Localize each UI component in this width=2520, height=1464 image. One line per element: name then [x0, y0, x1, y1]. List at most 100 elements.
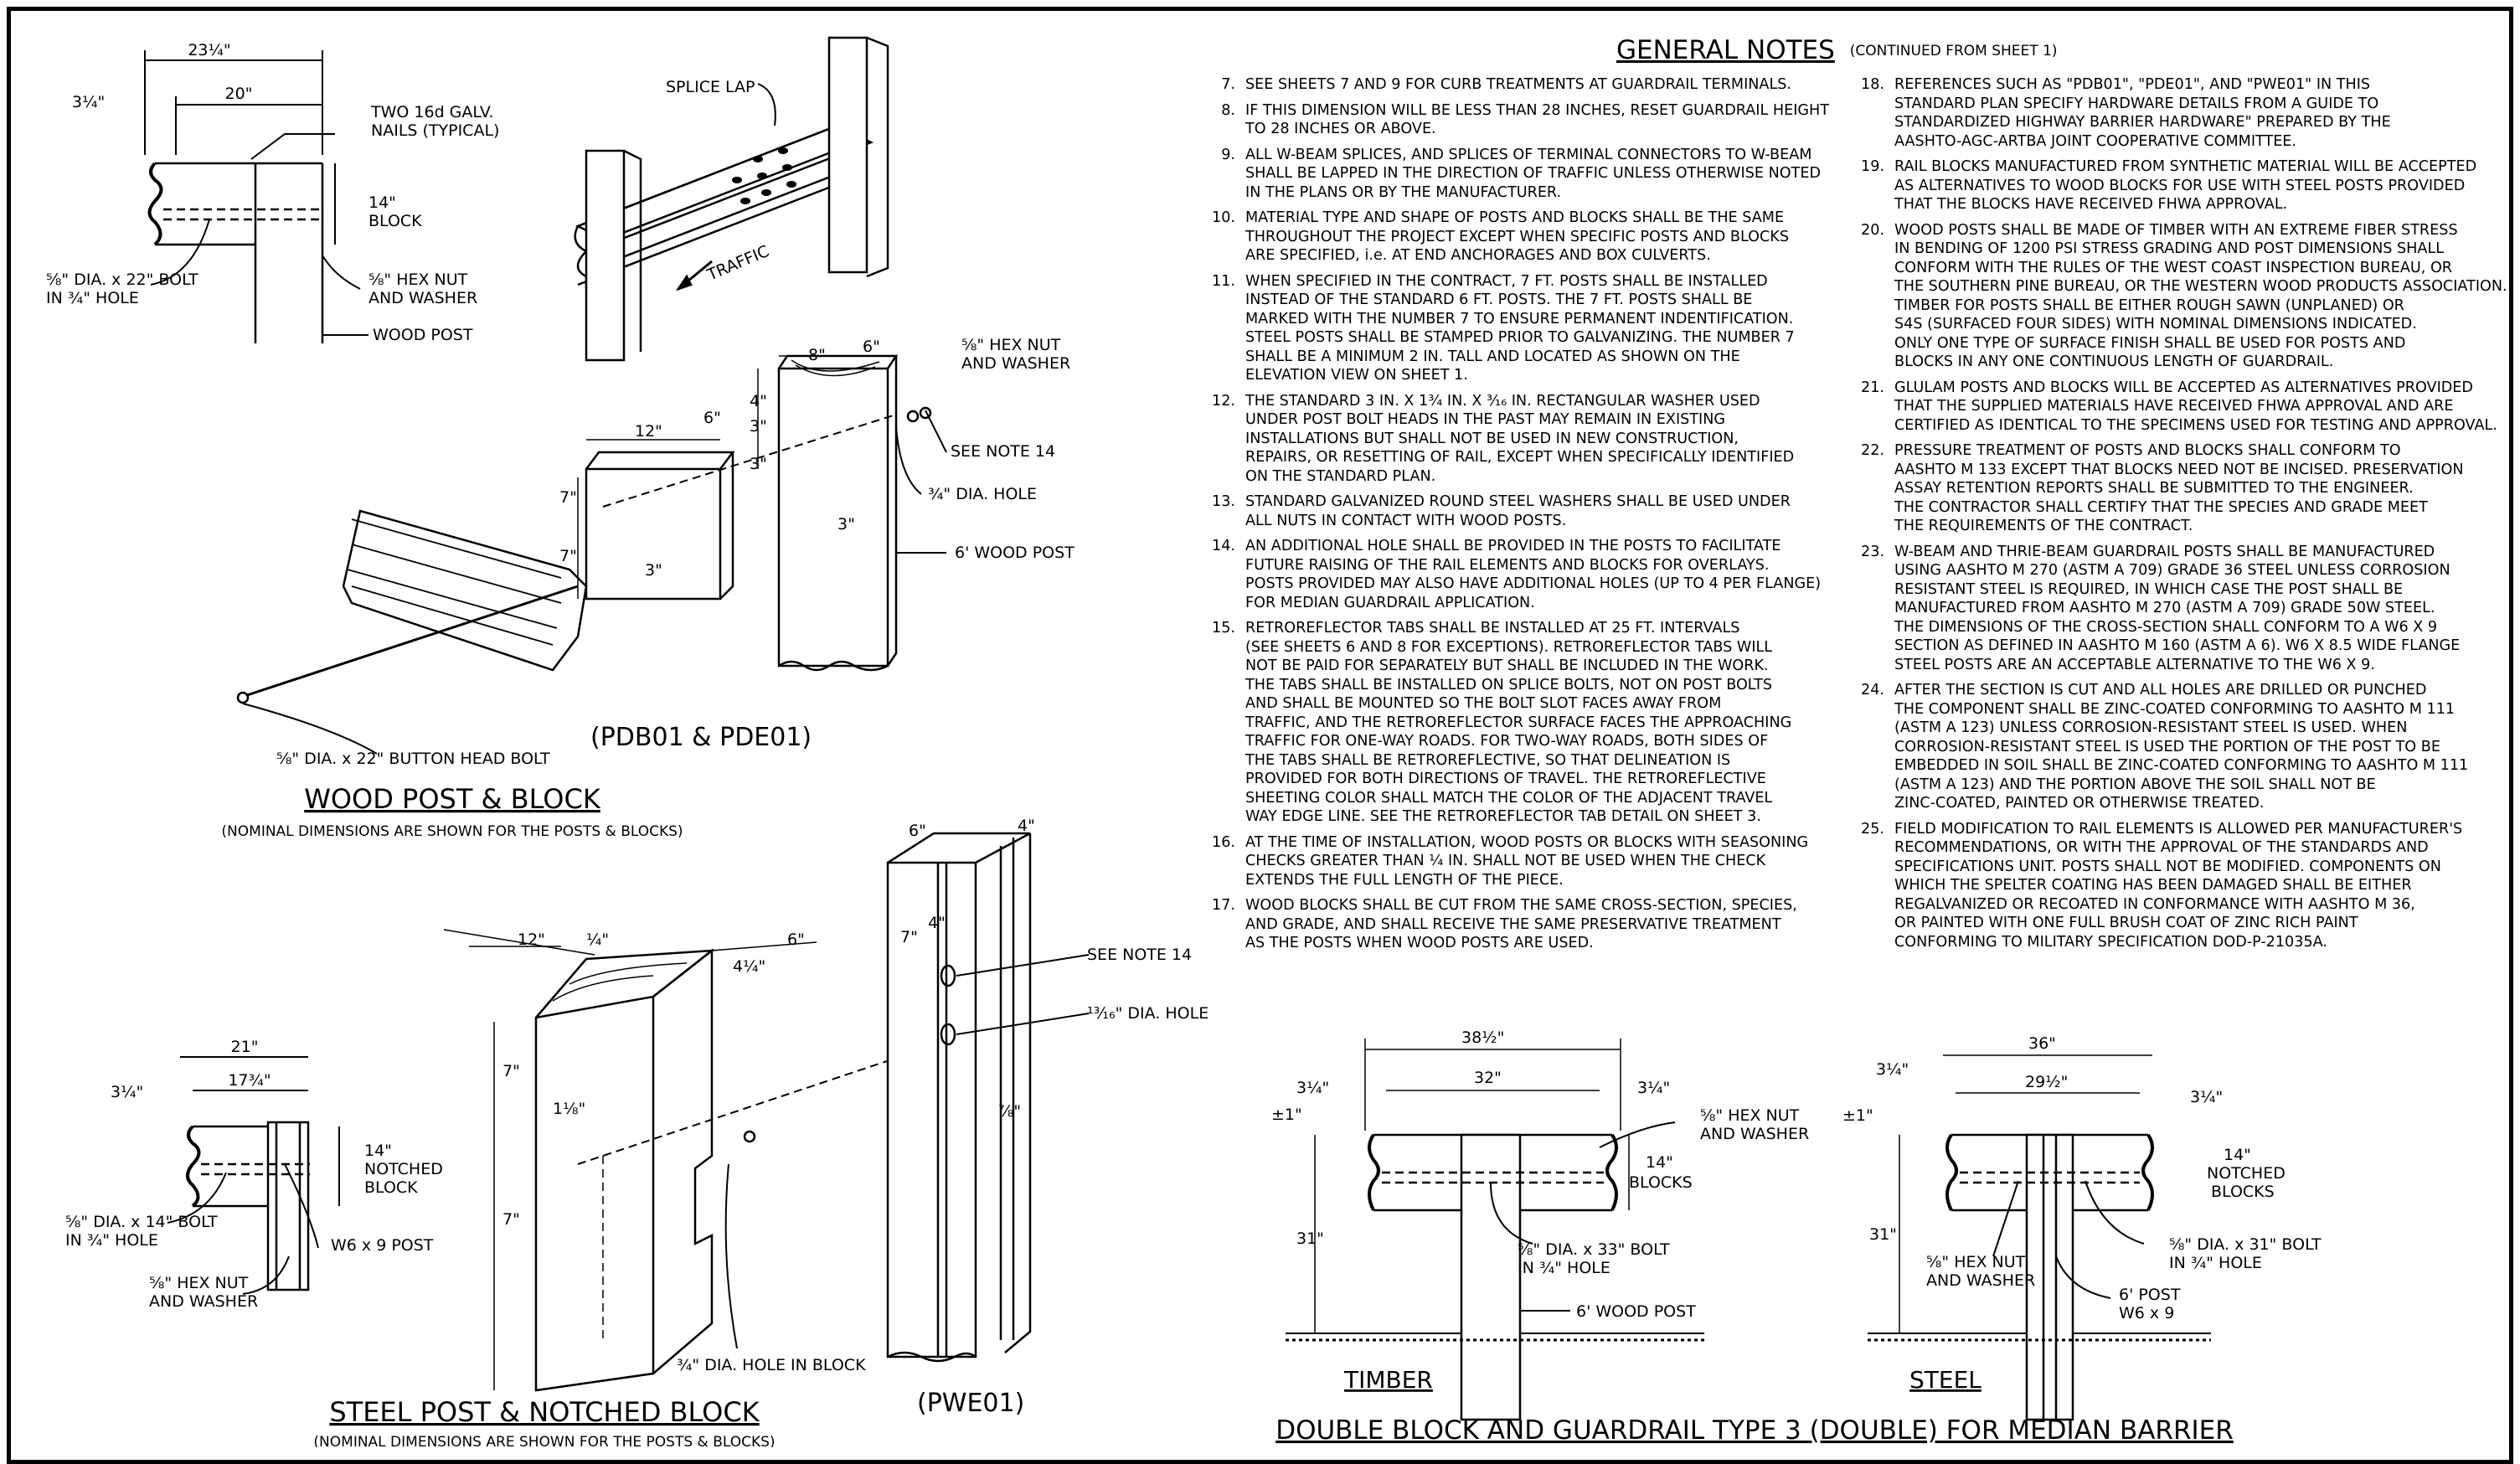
note-number: 13. [1212, 493, 1235, 510]
note-text: AN ADDITIONAL HOLE SHALL BE PROVIDED IN … [1245, 538, 1822, 611]
nb-dim-7a: 7" [502, 1062, 520, 1080]
note-number: 23. [1861, 543, 1884, 560]
steel-median-drawing [1868, 1054, 2211, 1421]
tm-nut-2: AND WASHER [1700, 1125, 1809, 1143]
nails-label-text: TWO 16d GALV. [370, 103, 493, 121]
tm-dim-3-1-4a: 3¼" [1296, 1079, 1329, 1097]
pwe-dim-7: 7" [900, 928, 918, 946]
note-text: PRESSURE TREATMENT OF POSTS AND BLOCKS S… [1894, 442, 2464, 534]
note-item: 21. GLULAM POSTS AND BLOCKS WILL BE ACCEP… [1851, 379, 2512, 436]
st-nut-1: ⅝" HEX NUT [149, 1274, 249, 1292]
note-number: 15. [1212, 620, 1235, 637]
note-item: 22.PRESSURE TREATMENT OF POSTS AND BLOCK… [1851, 441, 2512, 536]
wood-post-label: WOOD POST [373, 326, 473, 344]
wood-title: WOOD POST & BLOCK [304, 783, 601, 815]
nb-dim-4-1-4: 4¼" [733, 957, 765, 976]
note-item: 11.WHEN SPECIFIED IN THE CONTRACT, 7 FT.… [1202, 272, 1838, 385]
nb-hole: ¾" DIA. HOLE IN BLOCK [677, 1356, 866, 1374]
note-item: 18. REFERENCES SUCH AS "PDB01", "PDE01", … [1851, 75, 2512, 151]
st-dim-17-3-4: 17¾" [228, 1071, 271, 1090]
st-dim-3-1-4: 3¼" [111, 1083, 143, 1101]
note-number: 17. [1212, 897, 1235, 914]
traffic-label: TRAFFIC [703, 242, 771, 285]
note-text: THE STANDARD 3 IN. X 1¾ IN. X ³⁄₁₆ IN. R… [1245, 392, 1795, 485]
dim-23-1-4: 23¼" [188, 41, 230, 59]
note-number: 21. [1861, 379, 1884, 396]
nb-dim-7b: 7" [502, 1210, 520, 1229]
general-notes-continued: (CONTINUED FROM SHEET 1) [1849, 43, 2058, 59]
note-number: 10. [1212, 209, 1235, 226]
sm-dim-29-1-2: 29½" [2025, 1073, 2068, 1091]
sm-nut-2: AND WASHER [1926, 1271, 2035, 1290]
steel-label: STEEL [1909, 1366, 1981, 1394]
bolt-label-1: ⅝" DIA. x 22" BOLT [46, 271, 198, 289]
notched-block-drawing [443, 929, 956, 1392]
note-number: 18. [1861, 76, 1884, 93]
svg-text:3¼": 3¼" [72, 93, 105, 111]
tm-bolt-2: IN ¾" HOLE [1518, 1259, 1610, 1277]
note-number: 19. [1861, 158, 1884, 175]
wood-subtitle: (NOMINAL DIMENSIONS ARE SHOWN FOR THE PO… [221, 823, 683, 840]
st-bolt-2: IN ¾" HOLE [65, 1231, 158, 1250]
sm-pm1: ±1" [1842, 1106, 1873, 1125]
tm-bolt-1: ⅝" DIA. x 33" BOLT [1518, 1240, 1670, 1259]
note-number: 24. [1861, 682, 1884, 698]
ex-dim-7b: 7" [559, 547, 577, 565]
ex-post: 6' WOOD POST [955, 544, 1074, 562]
note-text: STANDARD GALVANIZED ROUND STEEL WASHERS … [1245, 493, 1791, 529]
sm-bolt-1: ⅝" DIA. x 31" BOLT [2169, 1235, 2322, 1254]
nb-dim-12: 12" [518, 930, 545, 949]
steel-title: STEEL POST & NOTCHED BLOCK [329, 1396, 760, 1428]
median-title: DOUBLE BLOCK AND GUARDRAIL TYPE 3 (DOUBL… [1275, 1415, 2234, 1446]
sm-dim-36: 36" [2028, 1034, 2056, 1053]
exploded-wood-post [236, 354, 947, 755]
general-notes-header: GENERAL NOTES (CONTINUED FROM SHEET 1) [1616, 35, 2058, 65]
general-notes-title: GENERAL NOTES [1616, 35, 1835, 65]
note-item: 25. FIELD MODIFICATION TO RAIL ELEMENTS I… [1851, 820, 2512, 952]
svg-text:20": 20" [225, 85, 253, 103]
note-text: RAIL BLOCKS MANUFACTURED FROM SYNTHETIC … [1894, 158, 2477, 213]
note-number: 25. [1861, 820, 1884, 838]
tm-dim-38-1-2: 38½" [1461, 1028, 1504, 1047]
note-item: 10.MATERIAL TYPE AND SHAPE OF POSTS AND … [1202, 209, 1838, 265]
note-item: 19. RAIL BLOCKS MANUFACTURED FROM SYNTHET… [1851, 157, 2512, 214]
ex-dim-7a: 7" [559, 488, 577, 507]
note-text: WOOD BLOCKS SHALL BE CUT FROM THE SAME C… [1245, 897, 1797, 951]
sm-bolt-2: IN ¾" HOLE [2169, 1254, 2262, 1272]
note-text: REFERENCES SUCH AS "PDB01", "PDE01", AND… [1894, 76, 2391, 150]
nb-dim-6: 6" [787, 930, 805, 949]
ex-hole: ¾" DIA. HOLE [928, 485, 1037, 503]
note-text: AFTER THE SECTION IS CUT AND ALL HOLES A… [1894, 682, 2469, 812]
st-nut-2: AND WASHER [149, 1292, 258, 1311]
sm-dim-31: 31" [1869, 1225, 1897, 1244]
tm-dim-32: 32" [1474, 1069, 1502, 1087]
ex-nut-2: AND WASHER [961, 354, 1070, 373]
note-item: 17. WOOD BLOCKS SHALL BE CUT FROM THE SAM… [1202, 896, 1838, 953]
ex-dim-6b: 6" [703, 409, 721, 427]
note-item: 12.THE STANDARD 3 IN. X 1¾ IN. X ³⁄₁₆ IN… [1202, 392, 1838, 487]
sm-post-2: W6 x 9 [2119, 1304, 2174, 1322]
splice-lap-drawing [574, 36, 889, 362]
nails-label-text-2: NAILS (TYPICAL) [371, 121, 499, 140]
ex-dim-8: 8" [808, 346, 826, 364]
tm-nut-1: ⅝" HEX NUT [1700, 1106, 1800, 1125]
ex-dim-3c: 3" [837, 515, 855, 534]
wood-post-detail [144, 50, 368, 343]
note-number: 20. [1861, 221, 1884, 239]
note-item: 20.WOOD POSTS SHALL BE MADE OF TIMBER WI… [1851, 221, 2512, 372]
note-number: 7. [1221, 76, 1235, 93]
note-text: SEE SHEETS 7 AND 9 FOR CURB TREATMENTS A… [1245, 76, 1792, 93]
tm-dim-3-1-4b: 3¼" [1637, 1079, 1670, 1097]
ex-nut-1: ⅝" HEX NUT [961, 336, 1061, 354]
ex-dim-12: 12" [635, 422, 662, 441]
sm-post-1: 6' POST [2119, 1286, 2181, 1304]
ex-dim-3b: 3" [750, 455, 767, 473]
timber-label: TIMBER [1343, 1366, 1433, 1394]
note-text: GLULAM POSTS AND BLOCKS WILL BE ACCEPTED… [1894, 379, 2497, 434]
note-text: FIELD MODIFICATION TO RAIL ELEMENTS IS A… [1894, 820, 2463, 951]
note-number: 11. [1212, 272, 1235, 290]
svg-text:23¼": 23¼" [188, 41, 230, 59]
pwe-dim-7-8: ⅞" [998, 1102, 1021, 1121]
